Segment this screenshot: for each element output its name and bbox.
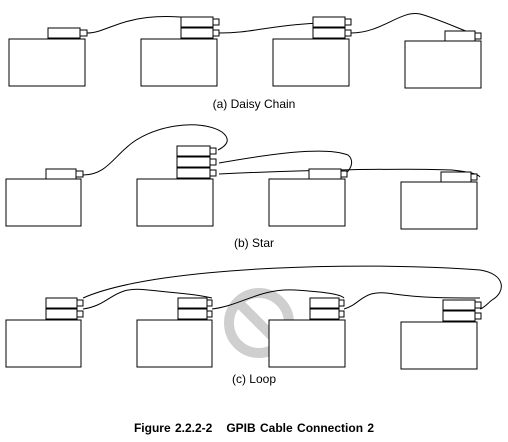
gpib-connector	[312, 27, 346, 39]
connector-end	[474, 312, 482, 320]
connector-end	[212, 29, 220, 37]
gpib-connector	[47, 27, 81, 39]
connector-end	[209, 158, 217, 166]
instrument	[404, 40, 482, 89]
instrument	[136, 319, 213, 368]
instrument	[136, 178, 214, 227]
connector-end	[209, 169, 217, 177]
instrument	[8, 38, 86, 87]
instrument	[400, 321, 478, 370]
figure-number: Figure 2.2.2-2	[133, 421, 213, 435]
figure-title: GPIB Cable Connection 2	[226, 421, 375, 435]
gpib-connector	[177, 308, 208, 320]
connector-end	[344, 18, 352, 26]
instrument	[140, 38, 218, 87]
caption-loop: (c) Loop	[231, 372, 277, 386]
connector-end	[470, 173, 478, 181]
gpib-connector	[309, 308, 340, 320]
gpib-connector	[176, 167, 211, 179]
connector-end	[79, 29, 88, 37]
cable	[82, 288, 213, 310]
gpib-connector	[180, 27, 214, 39]
gpib-connector	[177, 297, 208, 309]
connector-end	[338, 299, 345, 307]
gpib-connector	[176, 145, 211, 157]
gpib-connector	[180, 16, 214, 28]
instrument	[5, 319, 82, 368]
instrument	[5, 178, 82, 227]
gpib-connector	[308, 168, 342, 180]
cable	[343, 292, 481, 310]
instrument	[272, 38, 350, 87]
connector-end	[206, 310, 213, 318]
gpib-connector	[45, 297, 78, 309]
connector-end	[209, 147, 217, 155]
connector-end	[76, 310, 84, 318]
figure-caption: Figure 2.2.2-2 GPIB Cable Connection 2	[0, 421, 508, 435]
connector-end	[474, 32, 482, 40]
gpib-connector	[442, 310, 476, 322]
cable	[82, 265, 502, 310]
connector-end	[338, 310, 345, 318]
instrument	[268, 319, 346, 368]
gpib-connector	[309, 297, 340, 309]
cable	[82, 124, 228, 176]
cable	[218, 168, 481, 178]
gpib-connector	[444, 30, 476, 42]
gpib-connector	[442, 299, 476, 311]
instrument	[268, 178, 346, 227]
gpib-connector	[312, 16, 346, 28]
cable	[211, 289, 345, 310]
gpib-connector	[440, 171, 472, 183]
connector-end	[344, 29, 352, 37]
connector-end	[206, 299, 213, 307]
connector-end	[75, 170, 84, 178]
caption-daisy-chain: (a) Daisy Chain	[212, 97, 296, 111]
connector-end	[340, 170, 348, 178]
star-section	[5, 124, 481, 230]
cable	[218, 150, 353, 174]
gpib-connector	[45, 168, 77, 180]
gpib-connector	[176, 156, 211, 168]
cable	[350, 13, 477, 36]
connector-end	[474, 301, 482, 309]
instrument	[400, 181, 478, 230]
gpib-connector	[45, 308, 78, 320]
connector-end	[76, 299, 84, 307]
caption-star: (b) Star	[233, 236, 274, 250]
daisy-chain-section	[8, 13, 482, 89]
loop-section	[5, 265, 502, 370]
connector-end	[212, 18, 220, 26]
